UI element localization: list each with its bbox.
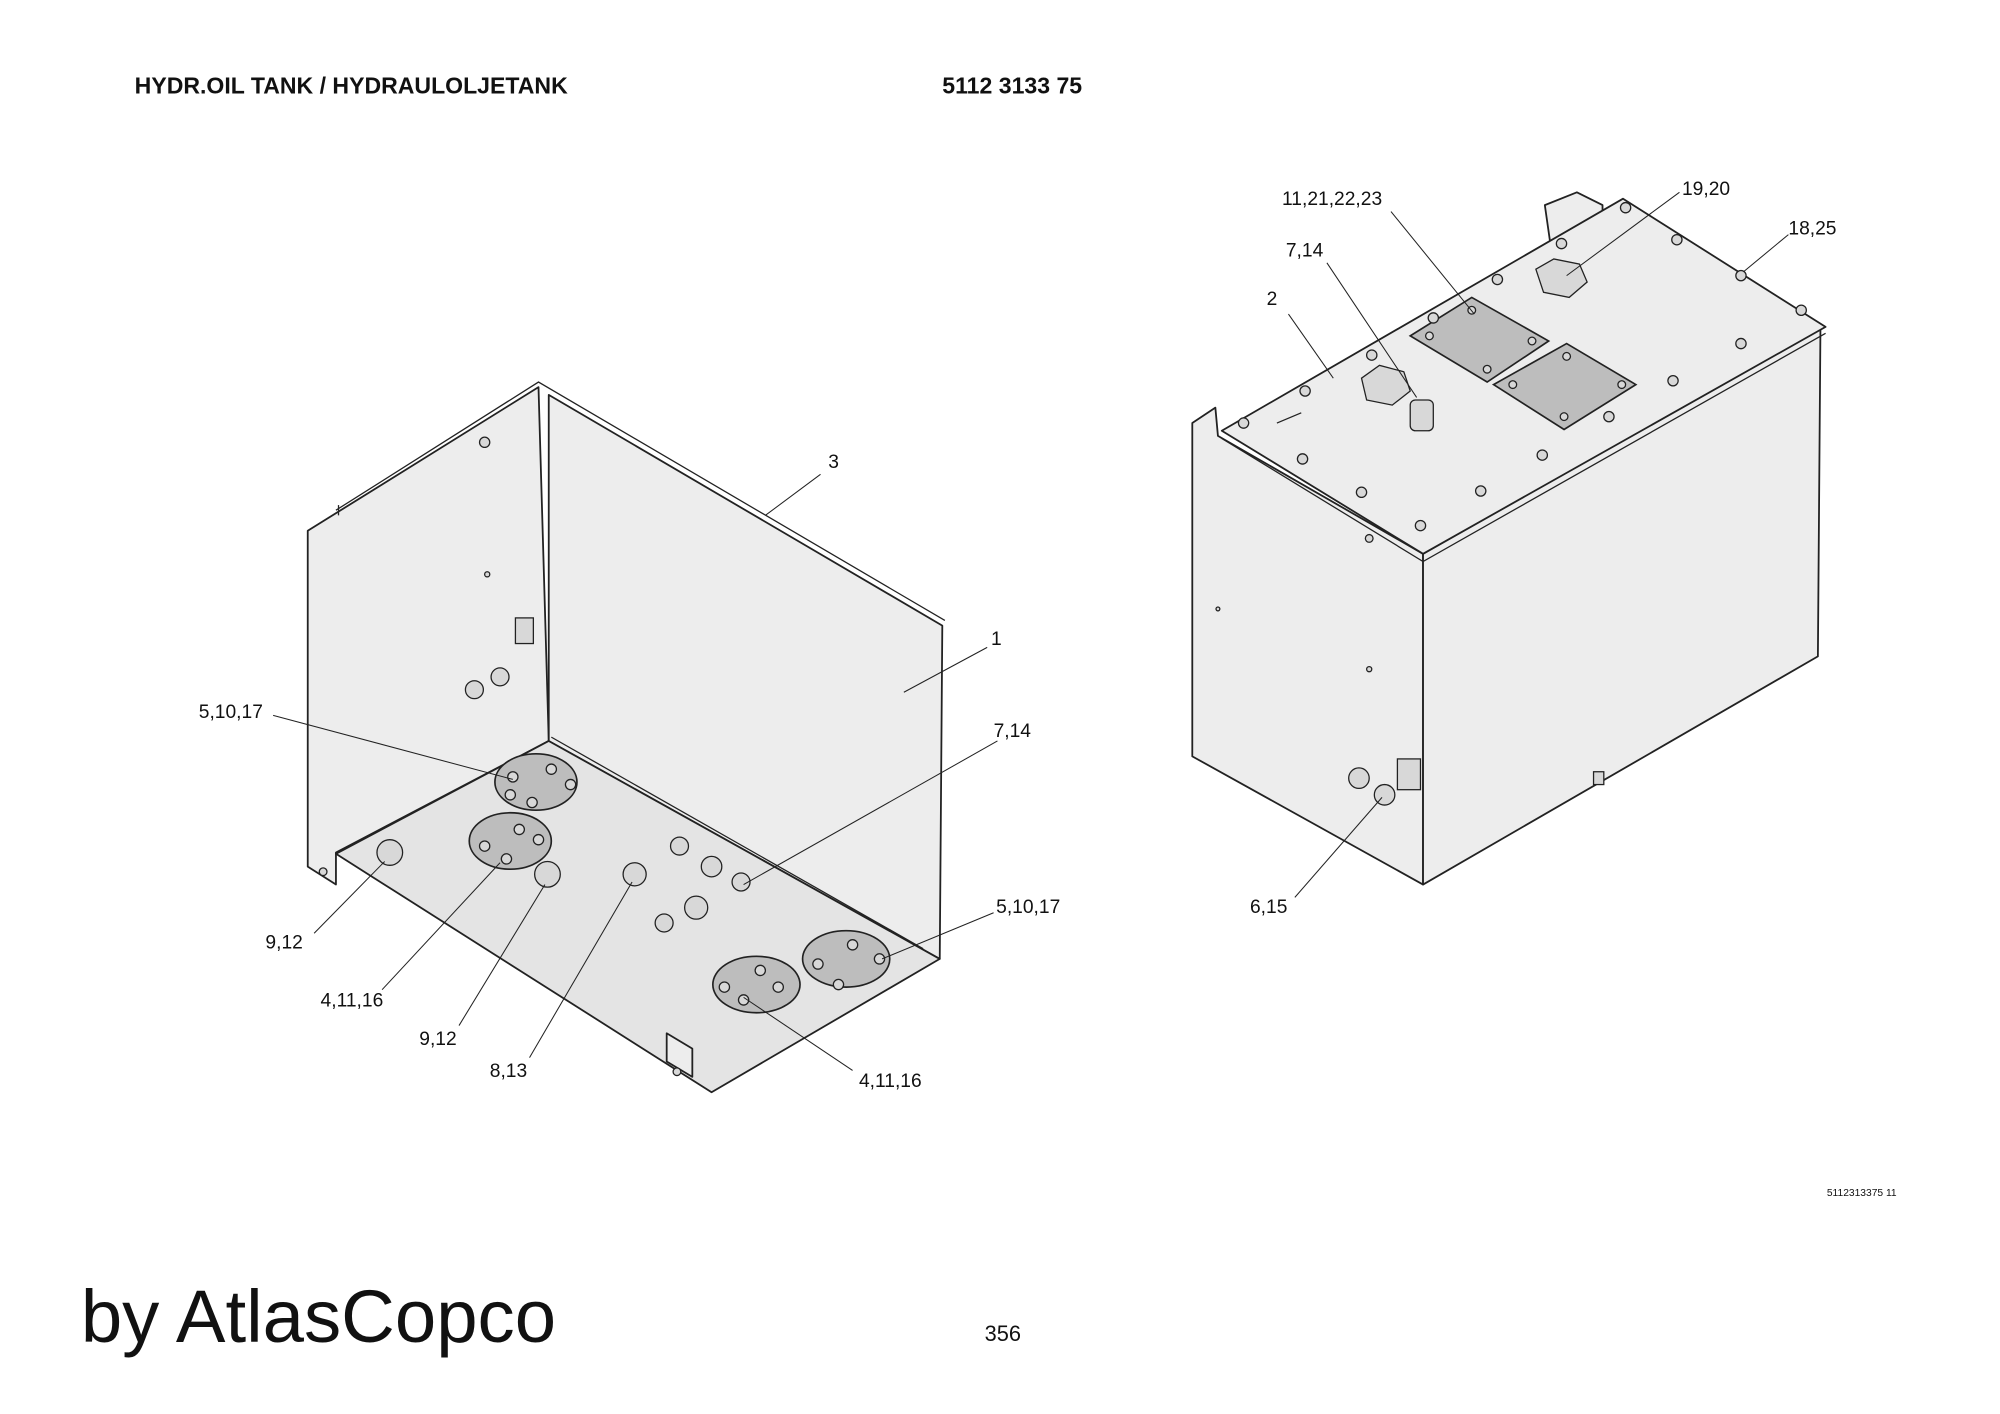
part-number: 5112 3133 75 <box>942 73 1082 99</box>
page-number: 356 <box>985 1321 1021 1346</box>
callout-label: 5,10,17 <box>199 702 263 723</box>
tank-assembled-view: 11,21,22,23 19,20 18,25 7,14 2 6,15 <box>1191 179 1837 918</box>
callout-label: 8,13 <box>490 1061 527 1082</box>
callout-leaders <box>1288 191 1789 898</box>
callout-label: 9,12 <box>265 933 302 954</box>
callout-label: 18,25 <box>1788 219 1836 240</box>
tank-shell-exploded-view: 3 1 5,10,17 7,14 5,10,17 9,12 4,11,16 9,… <box>199 381 1060 1094</box>
mount-bracket <box>665 1032 694 1078</box>
left-wall <box>306 386 550 886</box>
callout-label: 1 <box>991 629 1002 650</box>
callout-label: 3 <box>828 452 839 473</box>
callout-label: 2 <box>1267 289 1278 310</box>
drawing-code: 5112313375 11 <box>1827 1188 1897 1199</box>
callout-label: 11,21,22,23 <box>1282 189 1382 210</box>
page-title: HYDR.OIL TANK / HYDRAULOLJETANK <box>135 73 568 99</box>
callout-leaders <box>272 473 998 1071</box>
callout-label: 9,12 <box>419 1029 456 1050</box>
callout-label: 4,11,16 <box>321 990 384 1011</box>
inspection-hatch <box>1408 296 1551 384</box>
callout-label: 6,15 <box>1250 897 1287 918</box>
inspection-hatch <box>1491 342 1638 431</box>
callout-label: 5,10,17 <box>996 897 1060 918</box>
callout-label: 4,11,16 <box>859 1071 922 1092</box>
callout-label: 7,14 <box>1286 240 1324 261</box>
brand-text: by AtlasCopco <box>81 1275 556 1358</box>
callout-label: 7,14 <box>994 721 1032 742</box>
callout-label: 19,20 <box>1682 179 1730 200</box>
